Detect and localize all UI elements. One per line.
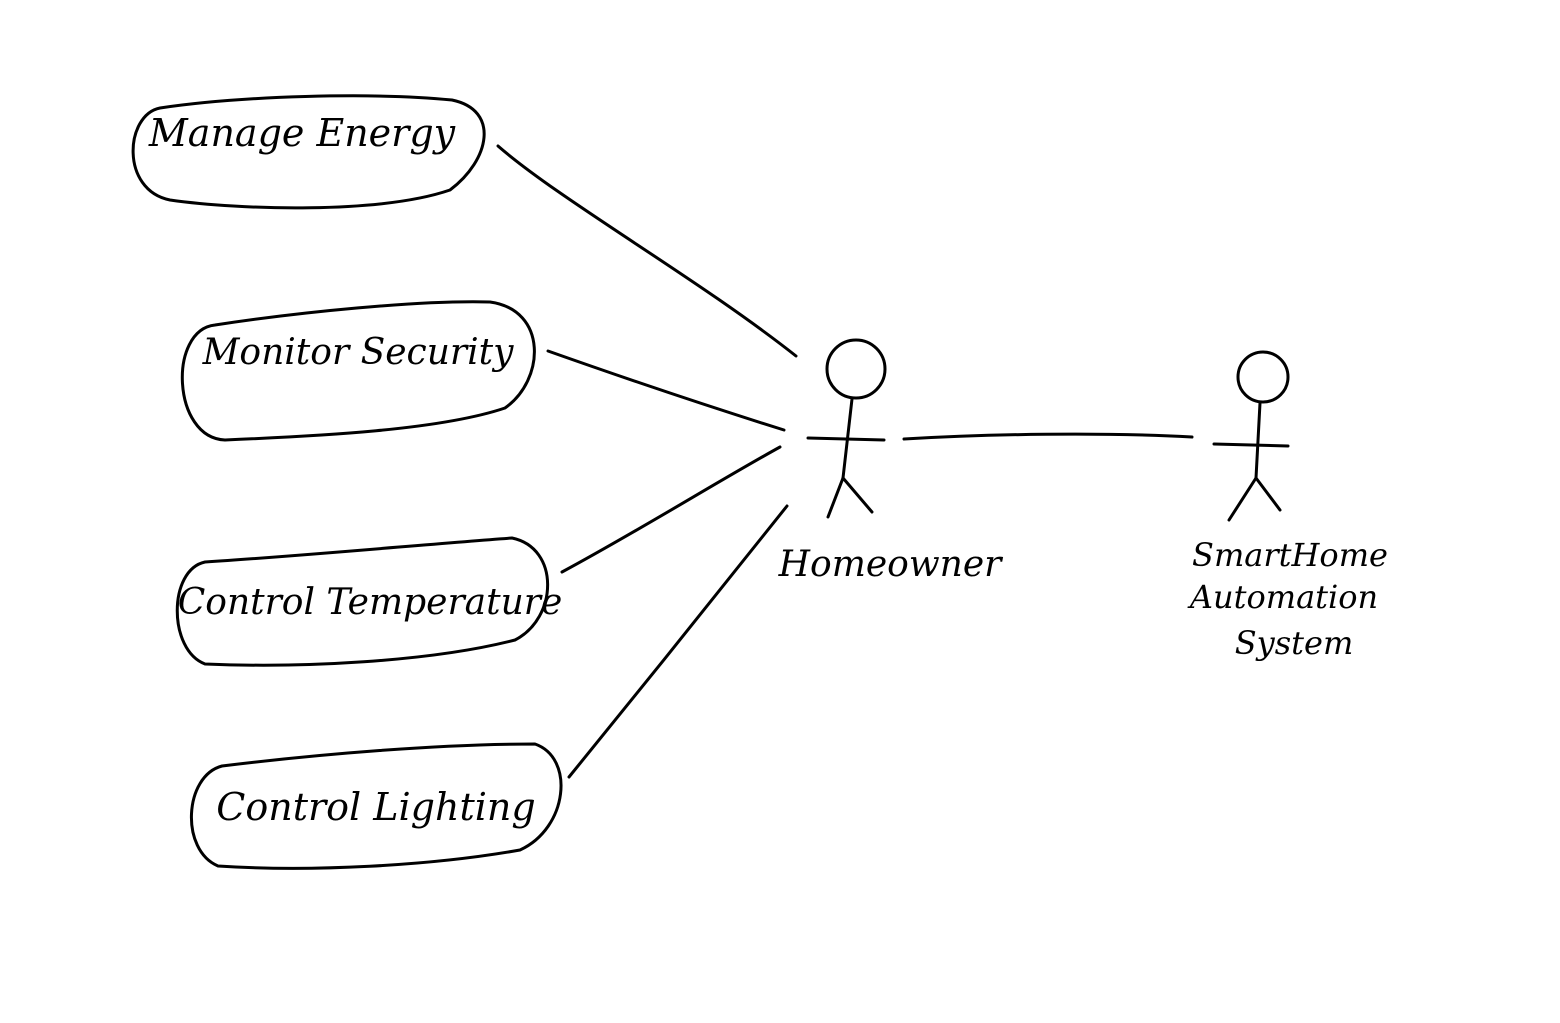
use-case-shape: [131, 94, 486, 210]
stick-figure-icon: [1212, 350, 1290, 522]
use-case-shape: [175, 536, 549, 667]
use-case-shape: [180, 300, 536, 442]
association-control-temperature: [560, 445, 782, 574]
associations: [496, 144, 1194, 779]
use-case-label: Manage Energy: [148, 111, 456, 155]
use-case-manage-energy: Manage Energy: [131, 94, 486, 210]
stick-figure-icon: [806, 338, 887, 519]
association-manage-energy: [496, 144, 798, 358]
association-monitor-security: [546, 349, 786, 432]
use-case-label: Control Temperature: [178, 582, 563, 623]
association-control-lighting: [567, 504, 789, 779]
actor-label-line-1: SmartHome: [1192, 536, 1388, 574]
actor-smart-home-system: SmartHome Automation System: [1187, 350, 1388, 662]
use-case-shape: [189, 742, 563, 870]
association-smart-home-system: [902, 432, 1194, 441]
actor-label-line-2: Automation: [1187, 578, 1378, 616]
use-case-monitor-security: Monitor Security: [180, 300, 536, 442]
use-case-label: Control Lighting: [216, 785, 535, 829]
use-case-control-lighting: Control Lighting: [189, 742, 563, 870]
actor-label: Homeowner: [778, 544, 1003, 585]
use-case-label: Monitor Security: [202, 332, 515, 373]
actor-label-line-3: System: [1235, 624, 1354, 662]
actor-homeowner: Homeowner: [778, 338, 1003, 585]
use-case-control-temperature: Control Temperature: [175, 536, 563, 667]
